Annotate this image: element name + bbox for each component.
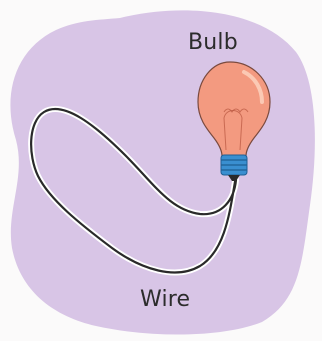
wire-label: Wire xyxy=(140,287,190,312)
bulb-label: Bulb xyxy=(188,30,238,55)
background-blob xyxy=(10,10,314,334)
